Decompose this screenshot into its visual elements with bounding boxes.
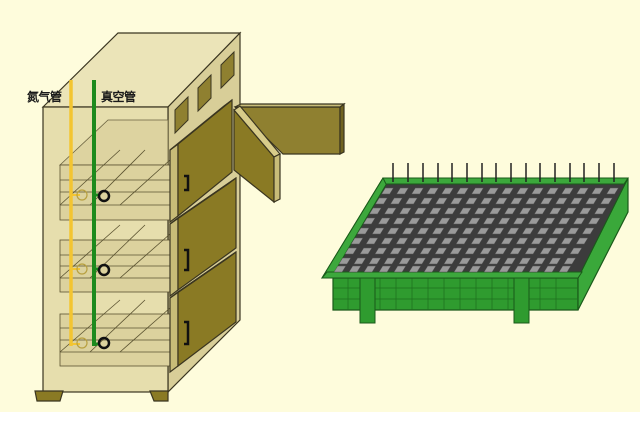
nitrogen-pipe — [69, 80, 88, 349]
drawer-shelves — [59, 149, 171, 367]
nitrogen-pipe-label: 氮气管 — [27, 90, 62, 104]
vacuum-pipe — [92, 80, 111, 350]
vent-slots — [174, 50, 235, 135]
open-door — [233, 102, 346, 204]
drawer-handles — [184, 174, 190, 346]
vacuum-pipe-label: 真空管 — [101, 90, 136, 104]
drawer-fronts — [169, 98, 237, 374]
pin-tray — [320, 163, 629, 324]
